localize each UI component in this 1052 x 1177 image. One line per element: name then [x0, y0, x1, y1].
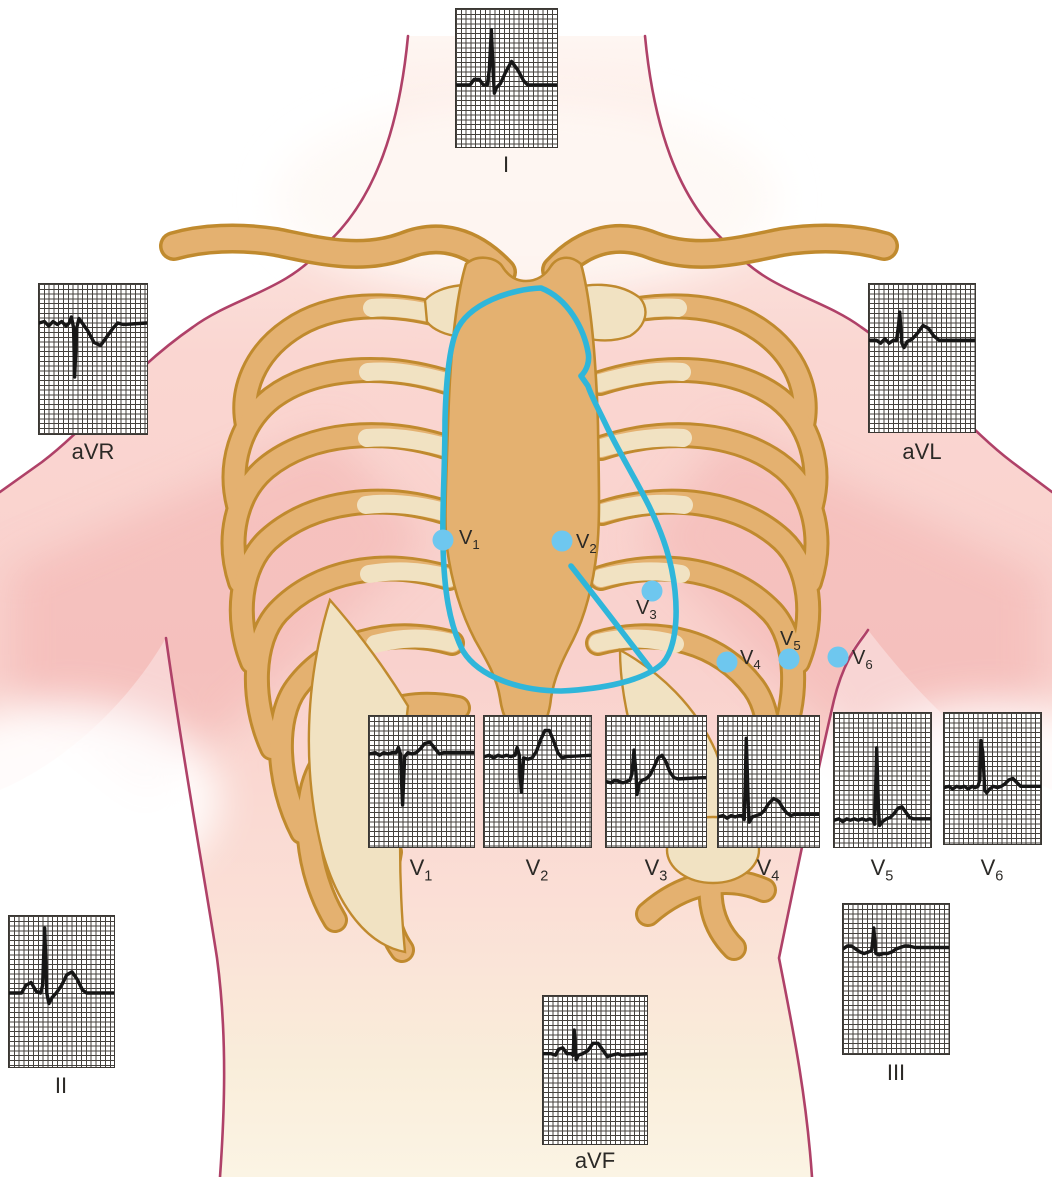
label-avr: aVR: [71, 439, 115, 464]
electrode-dot-v4: [716, 651, 738, 673]
electrode-label-v2: V2: [576, 531, 597, 556]
label-avf: aVF: [574, 1148, 616, 1173]
heart-septum-line: [568, 563, 653, 671]
electrode-dot-v6: [827, 646, 849, 668]
ecg-grid: [869, 284, 975, 432]
ecg-grid: [718, 716, 819, 847]
electrode-label-v6: V6: [852, 647, 873, 672]
ecg-trace-avr: [39, 284, 147, 434]
ecg-grid: [834, 713, 931, 847]
ecg-trace-lead-i: [456, 9, 557, 147]
ecg-grid: [543, 996, 647, 1144]
ecg-strip-v2: [483, 715, 592, 848]
torso-outline-right-side: [777, 628, 870, 1177]
ecg-grid: [843, 904, 949, 1054]
ecg-trace-avf: [543, 996, 647, 1144]
ecg-strip-v1: [368, 715, 475, 848]
electrode-label-v1: V1: [459, 527, 480, 552]
label-v2: V2: [525, 855, 549, 885]
label-lead-iii: III: [886, 1060, 906, 1085]
ecg-strip-v4: [717, 715, 820, 848]
ecg-grid: [39, 284, 147, 434]
ecg-strip-v5: [833, 712, 932, 848]
ecg-strip-lead-iii: [842, 903, 950, 1055]
ecg-grid: [456, 9, 557, 147]
ecg-trace-v2: [484, 716, 591, 847]
ecg-trace-v4: [718, 716, 819, 847]
ecg-strip-v6: [943, 712, 1042, 845]
electrode-label-v3: V3: [636, 597, 657, 622]
ecg-trace-v1: [369, 716, 474, 847]
ecg-strip-avr: [38, 283, 148, 435]
label-v6: V6: [980, 855, 1004, 885]
ecg-grid: [944, 713, 1041, 844]
ecg-grid: [369, 716, 474, 847]
ecg-strip-lead-i: [455, 8, 558, 148]
label-v5: V5: [870, 855, 894, 885]
torso-outline-left-side: [164, 636, 226, 1177]
electrode-dot-v2: [551, 530, 573, 552]
chest-electrodes: [432, 529, 849, 673]
ecg-strip-avf: [542, 995, 648, 1145]
ecg-trace-avl: [869, 284, 975, 432]
heart-outline: [440, 285, 679, 694]
ecg-trace-v3: [606, 716, 706, 847]
label-v3: V3: [644, 855, 668, 885]
ecg-trace-lead-iii: [843, 904, 949, 1054]
label-lead-i: I: [502, 152, 510, 177]
electrode-label-v4: V4: [740, 647, 761, 672]
electrode-label-v5: V5: [780, 628, 801, 653]
ecg-trace-lead-ii: [9, 916, 114, 1067]
ecg-trace-v6: [944, 713, 1041, 844]
label-lead-ii: II: [54, 1073, 68, 1098]
label-avl: aVL: [902, 439, 942, 464]
label-v1: V1: [409, 855, 433, 885]
ecg-strip-v3: [605, 715, 707, 848]
electrode-dot-v5: [778, 648, 800, 670]
electrode-dot-v3: [641, 580, 663, 602]
label-v4: V4: [756, 855, 780, 885]
electrode-dot-v1: [432, 529, 454, 551]
ecg-trace-v5: [834, 713, 931, 847]
ecg-strip-lead-ii: [8, 915, 115, 1068]
ecg-grid: [484, 716, 591, 847]
costal-cartilage-left: [307, 597, 410, 954]
ecg-strip-avl: [868, 283, 976, 433]
